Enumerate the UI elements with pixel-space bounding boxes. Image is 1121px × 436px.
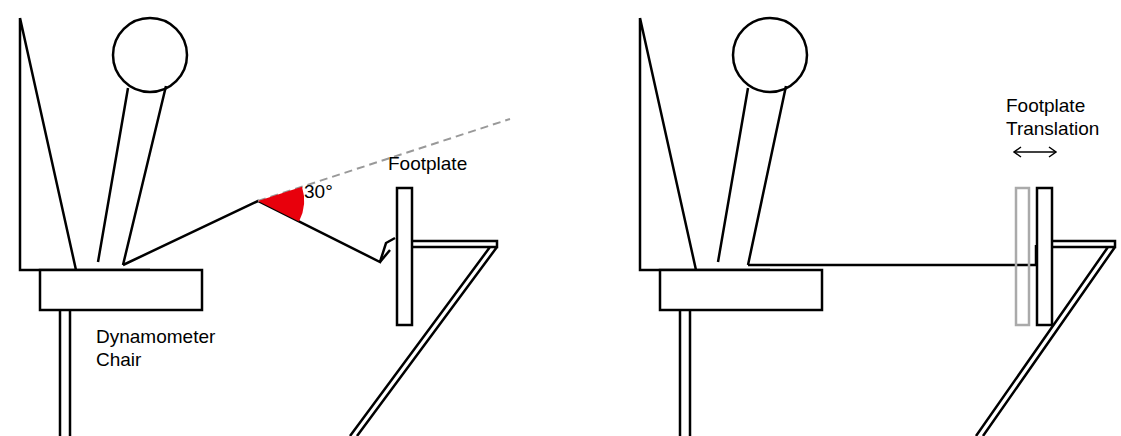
leg-straight: [748, 245, 1036, 265]
chair-seat: [660, 270, 822, 310]
part-label: Footplate: [388, 152, 467, 175]
head: [733, 18, 807, 92]
footplate-ghost: [1016, 188, 1029, 325]
translation-arrowheads: [1014, 147, 1056, 157]
head: [113, 18, 187, 92]
leg-bent: [123, 201, 395, 265]
footplate: [1037, 188, 1052, 325]
footplate: [397, 188, 412, 325]
footplate-support: [976, 241, 1115, 436]
foot: [380, 250, 390, 262]
torso: [718, 86, 786, 265]
angle-wedge: [258, 187, 304, 222]
angle-label: 30°: [304, 180, 333, 203]
chair-post: [680, 310, 690, 436]
part-label: Footplate Translation: [1006, 94, 1116, 140]
chair-post: [60, 310, 70, 436]
extension-line: [258, 119, 510, 201]
torso: [98, 86, 166, 265]
chair-seat: [40, 270, 202, 310]
translation-arrow: [1014, 151, 1056, 153]
footplate-support: [350, 241, 497, 436]
part-label: Dynamometer Chair: [96, 325, 236, 371]
